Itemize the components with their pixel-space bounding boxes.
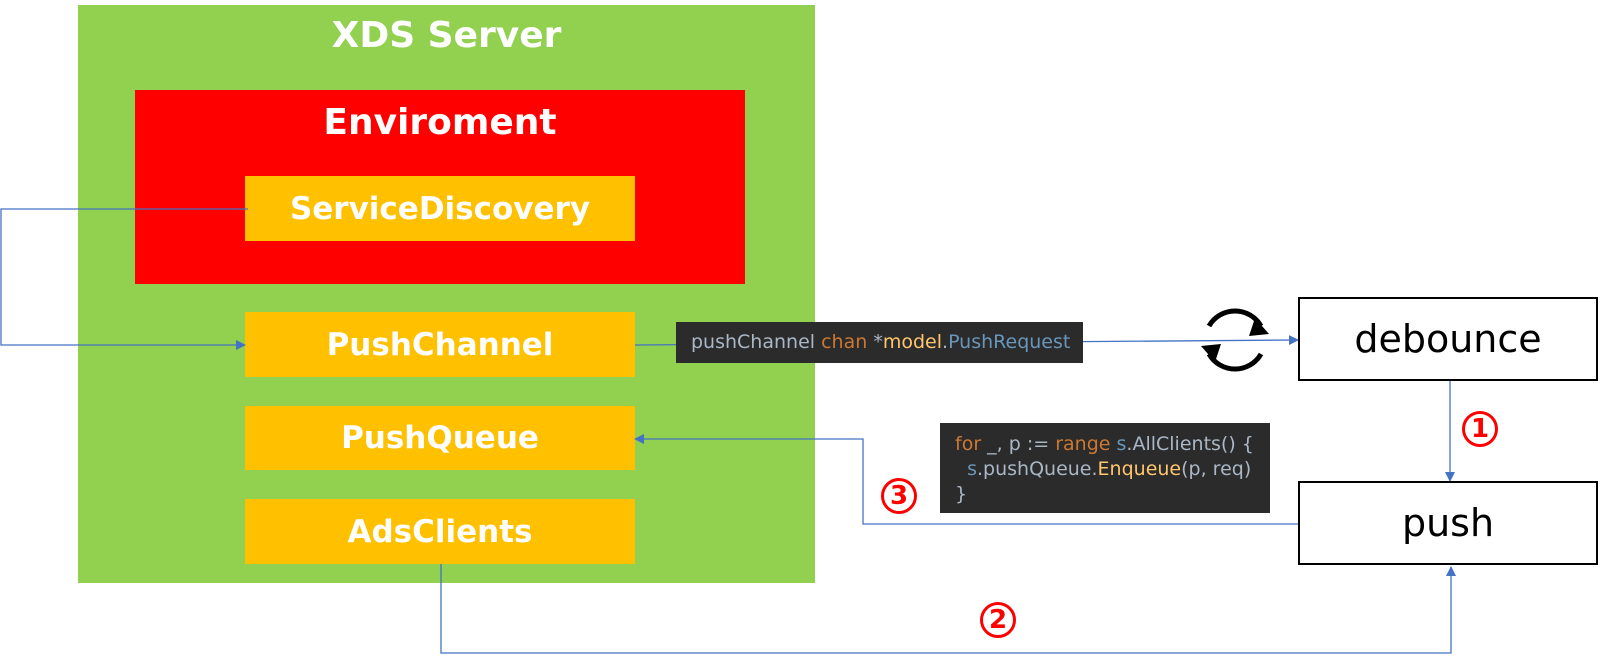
- code-receiver: s: [1110, 433, 1127, 455]
- code-keyword-range: range: [1055, 433, 1111, 455]
- code-line-1: for _, p := range s.AllClients() {: [955, 432, 1270, 457]
- code-package: model: [882, 331, 943, 353]
- push-channel-code-snippet: pushChannel chan *model.PushRequest: [676, 322, 1083, 363]
- push-queue-box: PushQueue: [245, 406, 635, 470]
- step-3-marker: 3: [881, 478, 917, 514]
- code-pointer: *: [873, 331, 883, 353]
- code-call: .AllClients() {: [1126, 433, 1254, 455]
- code-type: PushRequest: [948, 331, 1071, 353]
- code-dot: .: [942, 331, 949, 353]
- environment-title: Enviroment: [323, 102, 557, 143]
- push-channel-box: PushChannel: [245, 312, 635, 377]
- code-method: Enqueue: [1097, 458, 1182, 480]
- push-box: push: [1298, 481, 1598, 565]
- code-line-2: s.pushQueue.Enqueue(p, req): [955, 457, 1270, 482]
- code-vars: _, p :=: [981, 433, 1056, 455]
- service-discovery-box: ServiceDiscovery: [245, 176, 635, 241]
- refresh-cycle-icon: [1201, 308, 1269, 372]
- push-to-pushqueue-connector: [634, 434, 1298, 525]
- code-close-brace: }: [955, 483, 968, 505]
- xds-server-title: XDS Server: [331, 15, 562, 56]
- code-receiver: s: [967, 458, 977, 480]
- step-1-marker: 1: [1462, 411, 1498, 447]
- step-2-marker: 2: [980, 602, 1016, 638]
- adsclients-to-push-connector: [440, 564, 1456, 654]
- ads-clients-box: AdsClients: [245, 499, 635, 564]
- code-keyword-chan: chan: [821, 331, 868, 353]
- code-identifier: pushChannel: [691, 331, 816, 353]
- enqueue-loop-code-snippet: for _, p := range s.AllClients() { s.pus…: [940, 423, 1270, 513]
- code-field: .pushQueue.: [977, 458, 1098, 480]
- sd-to-pushchannel-connector: [0, 208, 248, 350]
- code-keyword-for: for: [955, 433, 982, 455]
- code-line-3: }: [955, 482, 1270, 507]
- debounce-box: debounce: [1298, 297, 1598, 381]
- code-args: (p, req): [1181, 458, 1252, 480]
